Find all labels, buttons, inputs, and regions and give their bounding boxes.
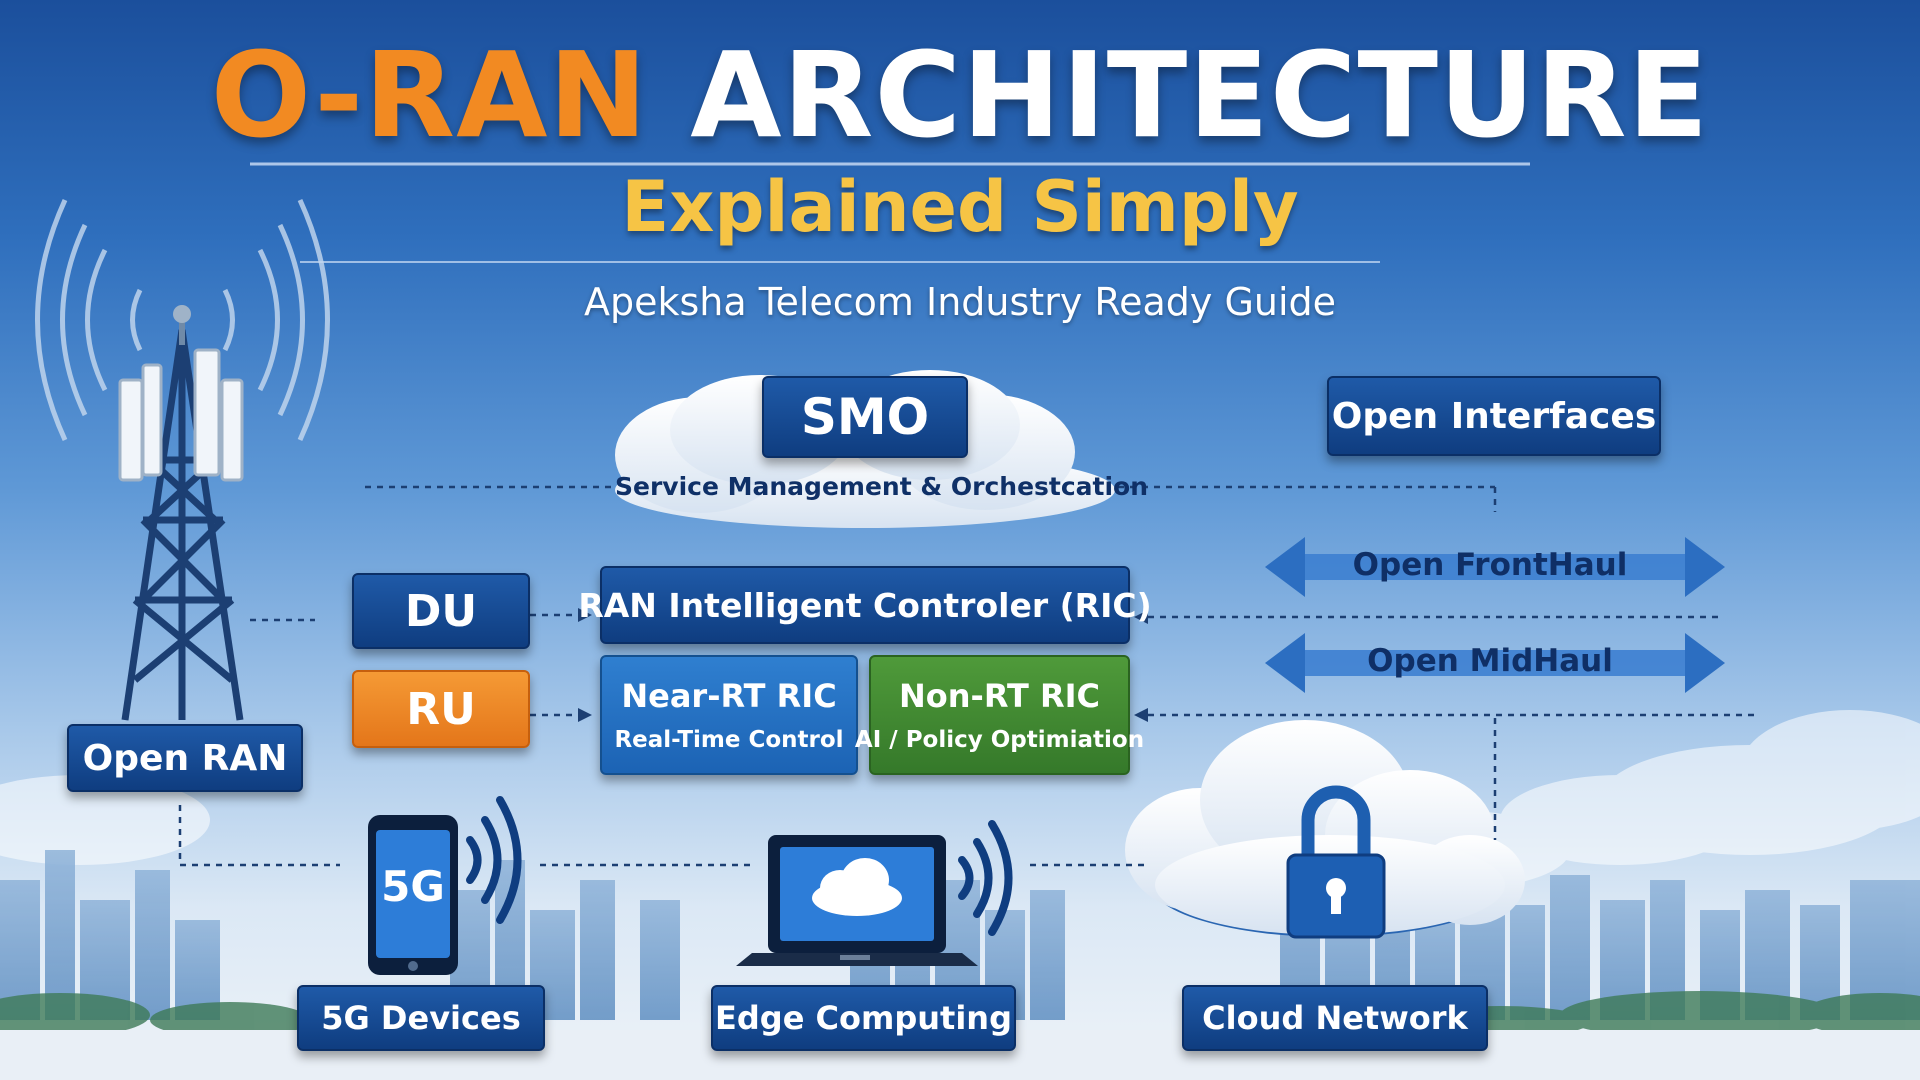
midhaul-arrow	[1265, 633, 1725, 693]
cloud-network-cloud	[1125, 720, 1525, 937]
lock-icon	[1286, 785, 1386, 939]
open-ran-label: Open RAN	[82, 737, 288, 779]
non-rt-ric-title: Non-RT RIC	[898, 677, 1101, 715]
ru-label: RU	[406, 683, 476, 735]
connector-lines	[178, 485, 1760, 867]
wifi-signal-icon	[466, 796, 522, 924]
phone-5g-text: 5G	[381, 862, 445, 911]
5g-devices-label: 5G Devices	[321, 999, 521, 1037]
page-subtitle: Explained Simply	[621, 166, 1299, 248]
page-title: O-RAN ARCHITECTURE	[0, 26, 1920, 164]
laptop-wifi-icon	[958, 820, 1013, 936]
smo-label: SMO	[800, 388, 930, 446]
open-ran-box: Open RAN	[67, 724, 303, 792]
fronthaul-arrow	[1265, 537, 1725, 597]
laptop-icon	[736, 835, 978, 966]
5g-devices-box: 5G Devices	[297, 985, 545, 1051]
edge-computing-label: Edge Computing	[715, 999, 1012, 1037]
open-interfaces-box: Open Interfaces	[1327, 376, 1661, 456]
smartphone-icon	[368, 815, 458, 975]
cloud-network-box: Cloud Network	[1182, 985, 1488, 1051]
cell-tower-icon	[35, 198, 330, 721]
non-rt-ric-box: Non-RT RIC AI / Policy Optimiation	[855, 655, 1144, 775]
near-rt-ric-box: Near-RT RIC Real-Time Control	[600, 655, 858, 775]
ru-box: RU	[352, 670, 530, 748]
fronthaul-label: Open FrontHaul	[1352, 547, 1628, 583]
du-box: DU	[352, 573, 530, 649]
cloud-network-label: Cloud Network	[1202, 999, 1468, 1037]
near-rt-ric-title: Near-RT RIC	[621, 677, 837, 715]
ric-label: RAN Intelligent Controler (RIC)	[578, 585, 1152, 625]
smo-box: SMO	[762, 376, 968, 458]
non-rt-ric-subtitle: AI / Policy Optimiation	[854, 727, 1145, 753]
title-architecture: ARCHITECTURE	[690, 26, 1710, 164]
midhaul-label: Open MidHaul	[1367, 643, 1613, 679]
edge-computing-box: Edge Computing	[711, 985, 1016, 1051]
ric-box: RAN Intelligent Controler (RIC)	[578, 566, 1152, 644]
connector-arrowheads	[578, 608, 1148, 722]
du-label: DU	[404, 585, 478, 637]
near-rt-ric-subtitle: Real-Time Control	[614, 727, 844, 753]
guide-caption: Apeksha Telecom Industry Ready Guide	[583, 280, 1337, 324]
title-oran: O-RAN	[210, 26, 649, 164]
smo-description: Service Management & Orchestcation	[615, 472, 1149, 501]
sky-clouds	[0, 710, 1920, 890]
open-interfaces-label: Open Interfaces	[1331, 395, 1657, 437]
